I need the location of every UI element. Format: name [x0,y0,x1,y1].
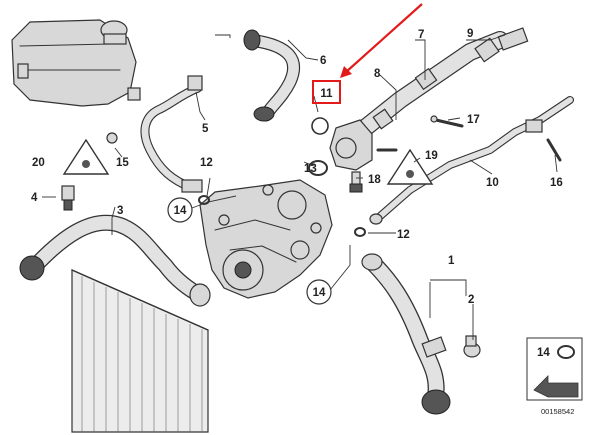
callout-12a: 12 [200,157,213,169]
callout-11: 11 [320,88,333,100]
upper-hose [243,29,301,122]
callout-18: 18 [368,174,381,186]
callout-14a: 14 [174,205,187,217]
hose-clamp-2 [463,335,481,358]
highlighted-callout-11: 11 [312,3,423,104]
callout-2: 2 [468,294,474,306]
leader-lines [42,34,558,340]
callout-1: 1 [448,255,455,267]
callout-14b: 14 [313,287,326,299]
radiator-hose [19,214,211,307]
warning-label-19 [386,148,434,185]
arrow-icon [533,375,579,398]
callout-19: 19 [425,150,438,162]
water-pump-housing [199,179,333,299]
callout-5: 5 [202,123,209,135]
callouts: 1 2 3 4 5 6 7 8 9 10 13 12 12 15 16 17 1… [31,28,563,306]
reference-number: 00158542 [541,407,574,416]
callout-8: 8 [374,68,381,80]
callout-7: 7 [418,29,424,41]
legend-label: 14 [537,347,550,359]
clamp-icon [557,345,575,359]
callout-17: 17 [467,114,480,126]
lower-radiator-hose [361,253,451,415]
legend-box: 14 00158542 [526,337,583,416]
callout-15: 15 [116,157,129,169]
callout-6: 6 [320,55,326,67]
callout-16: 16 [550,177,563,189]
expansion-tank [11,19,141,107]
bolts [106,115,562,162]
red-arrow-icon [345,3,423,73]
callout-10: 10 [486,177,499,189]
temperature-sensor [349,171,363,193]
callout-3: 3 [117,205,123,217]
coolant-pipe [341,27,529,149]
callout-12b: 12 [397,229,410,241]
coolant-level-sensor [61,185,75,211]
callout-13: 13 [304,163,317,175]
callout-9: 9 [467,28,473,40]
lower-pipe [369,96,574,225]
callout-4: 4 [31,192,38,204]
warning-label-20 [62,138,110,175]
o-rings [198,160,366,237]
thermostat-flange [311,117,373,171]
callout-20: 20 [32,157,45,169]
radiator [71,269,209,433]
bleed-hose [140,75,203,193]
